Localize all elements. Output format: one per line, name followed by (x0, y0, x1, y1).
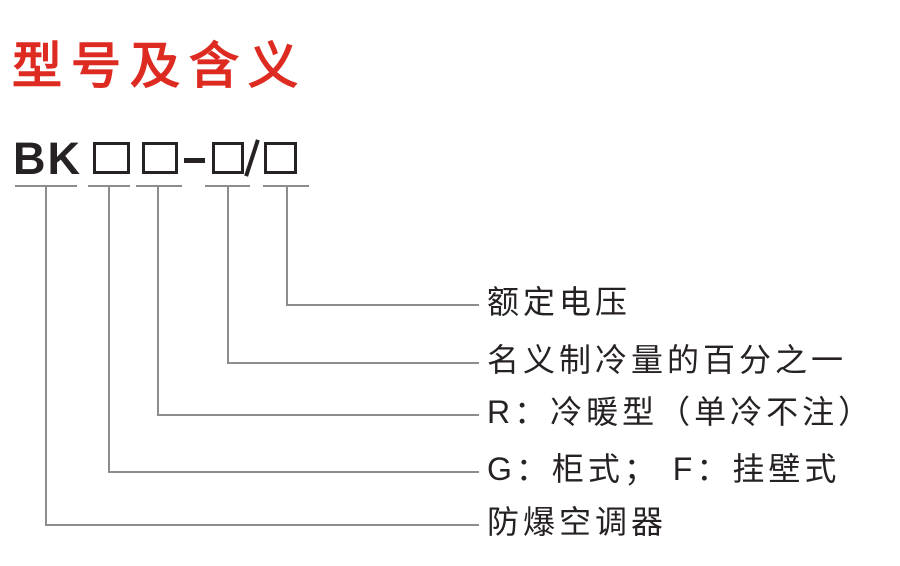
model-box-3 (212, 142, 244, 174)
label-nominal-cooling-capacity: 名义制冷量的百分之一 (487, 342, 848, 378)
label-heating-cooling-type: R：冷暖型（单冷不注） (487, 394, 875, 430)
connector-line-rated-voltage (286, 186, 479, 306)
connector-line-cabinet-or-wall-type (108, 186, 479, 473)
underline-box-2 (136, 185, 182, 187)
connector-line-product-type (45, 186, 479, 526)
dash-separator (184, 158, 205, 163)
model-prefix-text: BK (13, 133, 82, 184)
connector-line-nominal-cooling-capacity (227, 186, 479, 364)
model-box-1 (93, 142, 130, 174)
label-product-type: 防爆空调器 (487, 504, 668, 540)
model-box-4 (264, 142, 297, 174)
label-rated-voltage: 额定电压 (487, 284, 632, 320)
connector-line-heating-cooling-type (157, 186, 479, 416)
model-box-2 (142, 142, 178, 174)
label-cabinet-or-wall-type: G：柜式； F：挂壁式 (487, 451, 841, 487)
page-title: 型号及含义 (12, 38, 307, 94)
slash-separator (244, 139, 260, 177)
